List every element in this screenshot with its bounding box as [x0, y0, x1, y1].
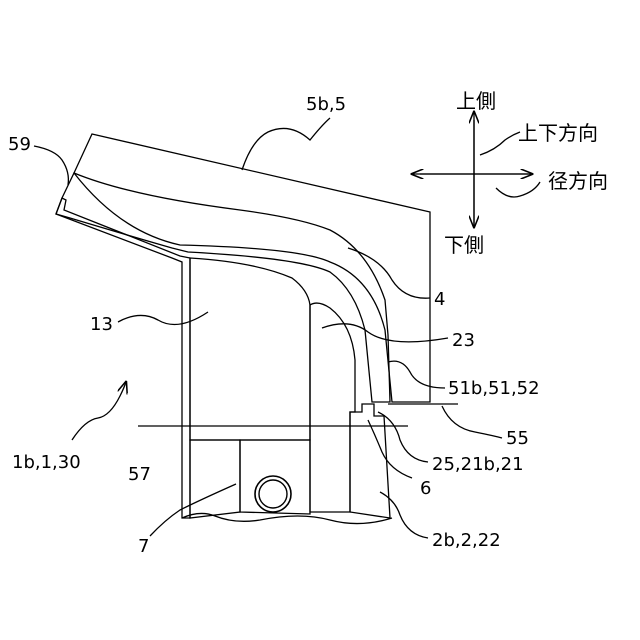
leader-radial-dir: [496, 182, 540, 197]
wire-ring: [255, 476, 291, 512]
leader-1b: [72, 382, 126, 440]
radial-direction-label: 径方向: [548, 169, 608, 193]
label-23: 23: [452, 330, 475, 351]
label-7: 7: [138, 536, 149, 557]
leader-5b5: [242, 118, 330, 170]
label-13: 13: [90, 314, 113, 335]
vertical-direction-label: 上下方向: [518, 121, 598, 145]
label-6: 6: [420, 478, 431, 499]
label-57: 57: [128, 464, 151, 485]
label-1b: 1b,1,30: [12, 452, 81, 473]
block-13: [190, 258, 310, 440]
label-25: 25,21b,21: [432, 454, 524, 475]
leader-55: [442, 406, 502, 438]
label-5b5: 5b,5: [306, 94, 346, 115]
lower-ring: [190, 440, 240, 518]
label-55: 55: [506, 428, 529, 449]
label-51b: 51b,51,52: [448, 378, 540, 399]
leader-vertical-dir: [480, 132, 520, 155]
cover-outline: [74, 134, 430, 402]
lower-side-label: 下側: [444, 233, 484, 257]
leader-4: [348, 248, 430, 298]
label-59: 59: [8, 134, 31, 155]
label-2b: 2b,2,22: [432, 530, 501, 551]
break-line: [182, 513, 392, 523]
region-23-dotted: [310, 303, 355, 512]
upper-side-label: 上側: [456, 89, 496, 113]
leader-7: [150, 484, 236, 536]
lower-ring-right: [350, 404, 390, 518]
leader-51b: [388, 361, 445, 388]
leader-13: [118, 312, 208, 325]
leader-59: [34, 146, 68, 185]
label-4: 4: [434, 289, 445, 310]
